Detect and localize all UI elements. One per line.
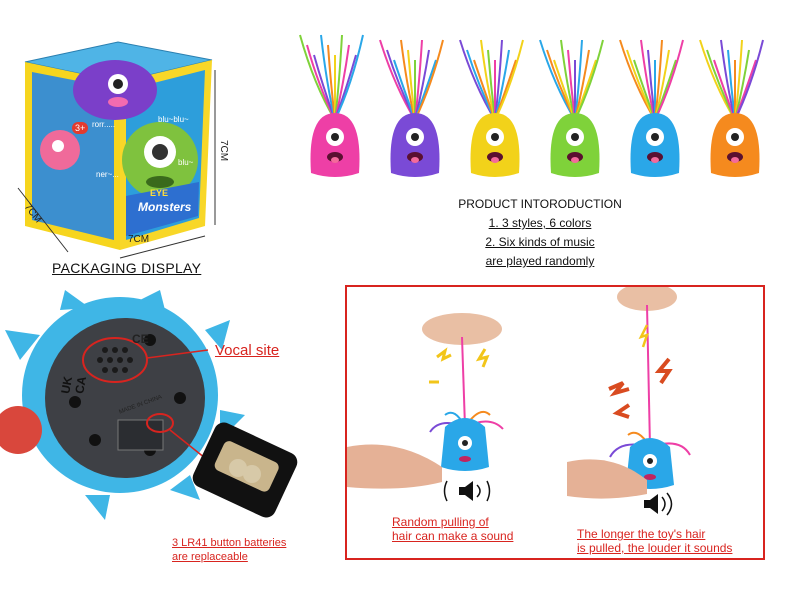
toy-monster [379, 39, 444, 177]
dimension-height-label: 7CM [218, 140, 229, 162]
product-intro-title: PRODUCT INTORODUCTION [458, 197, 622, 211]
product-intro-line-1: 1. 3 styles, 6 colors [488, 216, 592, 230]
battery-label-line-1: 3 LR41 button batteries [172, 537, 287, 549]
demo-right-label: The longer the toy's hair is pulled, the… [577, 527, 732, 555]
box-sfx-4: ner~... [96, 170, 119, 179]
base-mark-ca: CA [72, 375, 90, 395]
box-brand-small: EYE [150, 188, 169, 198]
speaker-icon-left [443, 480, 491, 502]
toy-monster [699, 39, 764, 177]
demo-left-line-1: Random pulling of [392, 515, 489, 529]
age-badge: 3+ [72, 122, 89, 134]
dimension-width-label: 7CM [128, 234, 150, 245]
speaker-icon-right [644, 492, 673, 516]
battery-section: UK CA MADE IN CHINA CE Vocal site 3 LR41… [0, 290, 330, 600]
product-intro-line-3: are played randomly [485, 254, 595, 268]
packaging-section: EYE Monsters 3+ rorr..... blu~blu~ blu~ … [0, 0, 330, 280]
box-sfx-1: rorr..... [92, 120, 116, 129]
base-underside-illustration [0, 290, 298, 520]
box-brand-large: Monsters [138, 200, 192, 214]
packaging-caption: PACKAGING DISPLAY [52, 260, 202, 276]
demo-illustration [347, 287, 691, 516]
demo-right-line-1: The longer the toy's hair [577, 527, 706, 541]
toy-row-illustration [299, 34, 764, 177]
product-lineup [295, 25, 785, 185]
vocal-site-label: Vocal site [215, 342, 280, 359]
battery-label-line-2: are replaceable [172, 551, 248, 563]
box-sfx-2: blu~blu~ [158, 115, 189, 124]
demo-right-line-2: is pulled, the louder it sounds [577, 541, 733, 555]
packaging-box-illustration [17, 41, 216, 259]
product-intro-block: PRODUCT INTORODUCTION 1. 3 styles, 6 col… [430, 195, 650, 271]
demo-left-line-2: hair can make a sound [392, 529, 514, 543]
toy-monster [539, 39, 604, 177]
toy-monster [299, 34, 364, 177]
toy-monster [619, 39, 684, 177]
toy-monster [459, 39, 524, 177]
demo-left-label: Random pulling of hair can make a sound [392, 515, 513, 543]
base-ce-mark: CE [132, 332, 149, 346]
battery-label: 3 LR41 button batteries are replaceable [172, 536, 286, 564]
box-sfx-3: blu~ [178, 158, 194, 167]
product-intro-line-2: 2. Six kinds of music [485, 235, 595, 249]
demo-frame: Random pulling of hair can make a sound … [345, 285, 765, 560]
